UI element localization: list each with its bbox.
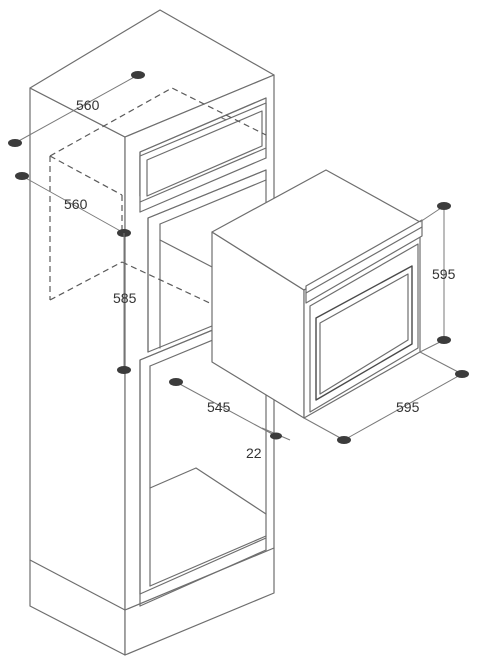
dim-marker	[270, 432, 282, 440]
label-oven-depth: 545	[207, 399, 231, 415]
oven-window-outer	[315, 265, 413, 401]
lower-inner-floor	[149, 467, 267, 515]
niche-opening-frame	[147, 169, 267, 353]
label-oven-width: 595	[396, 399, 420, 415]
dim-ext-line	[419, 351, 463, 375]
dim-line-oven-width	[343, 373, 463, 441]
dim-marker	[8, 139, 22, 147]
oven-door	[309, 243, 419, 413]
oven-control-panel	[305, 219, 423, 304]
label-niche-height: 585	[113, 290, 137, 306]
label-cabinet-depth-top: 560	[76, 97, 100, 113]
dim-marker	[117, 366, 131, 374]
niche-inner-top	[159, 179, 267, 225]
dim-ext-line	[303, 417, 345, 441]
label-oven-height: 595	[432, 266, 456, 282]
label-oven-front-offset: 22	[246, 445, 262, 461]
cabinet-left-side	[29, 87, 126, 656]
dim-marker	[131, 71, 145, 79]
lower-outer-bottom	[139, 549, 267, 607]
label-cabinet-depth: 560	[64, 196, 88, 212]
lower-inner-bottom	[149, 535, 267, 587]
dim-marker	[437, 336, 451, 344]
dimension-labels: 560 560 585 545 22 595 595	[64, 97, 456, 461]
dashed-bottom-diag	[49, 261, 123, 301]
oven-window-inner	[319, 273, 409, 395]
control-panel-line	[305, 226, 423, 294]
dim-line-depth-top	[14, 74, 139, 144]
dim-marker	[437, 202, 451, 210]
dim-line-oven-depth	[175, 381, 277, 437]
dashed-bottom-front	[121, 261, 215, 306]
niche-dashed-outline	[49, 87, 267, 306]
dim-marker	[455, 370, 469, 378]
dashed-top-left	[49, 155, 123, 196]
dim-line-depth	[21, 175, 125, 234]
dim-marker	[337, 436, 351, 444]
dim-marker	[169, 378, 183, 386]
oven	[211, 169, 423, 419]
dim-marker	[15, 172, 29, 180]
plinth-line-left	[29, 559, 126, 611]
niche-inner-floor-diag	[159, 239, 215, 269]
upper-drawer-bottom	[139, 157, 267, 213]
upper-drawer-frame	[146, 110, 263, 197]
dimension-lines	[8, 71, 469, 444]
